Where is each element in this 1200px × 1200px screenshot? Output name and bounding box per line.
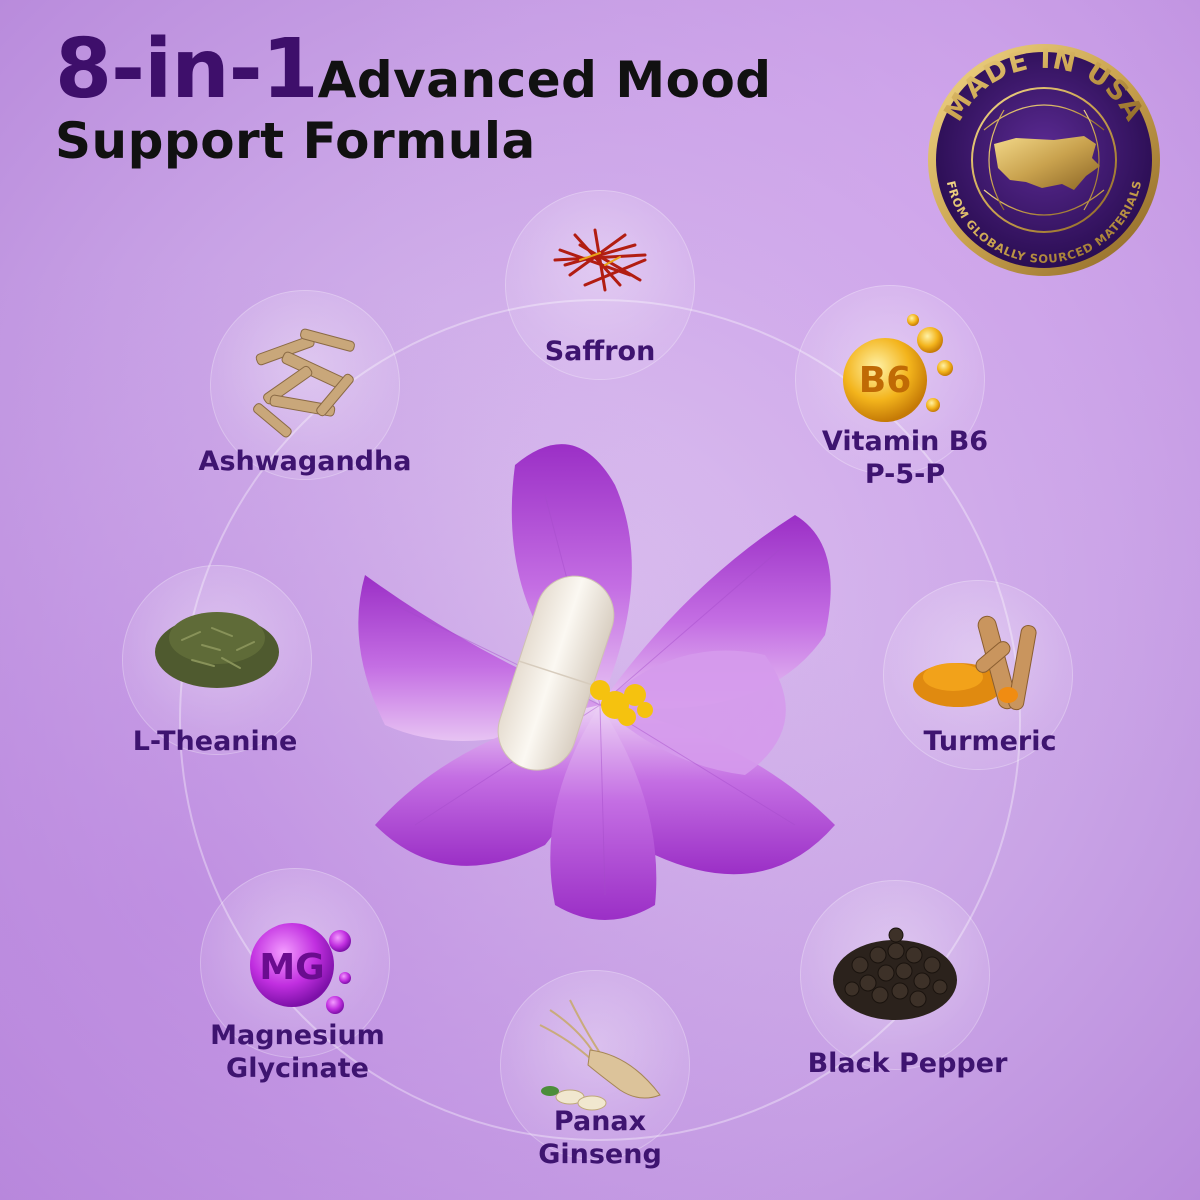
black-pepper-icon [833, 927, 957, 1020]
magnesium-line2: Glycinate [226, 1052, 369, 1084]
made-in-usa-seal: MADE IN USA FROM GLOBALLY SOURCED MATERI… [928, 44, 1160, 276]
label-vitamin-b6: Vitamin B6 P-5-P [790, 426, 1020, 492]
bubble-magnesium: MG [200, 868, 390, 1058]
turmeric-name: Turmeric [923, 726, 1057, 757]
label-black-pepper: Black Pepper [785, 1048, 1030, 1081]
green-tea-leaves-icon [155, 612, 279, 688]
label-ashwagandha: Ashwagandha [180, 446, 430, 479]
crocus-flower-with-capsule [358, 444, 835, 920]
b6-icon-text: B6 [859, 360, 912, 401]
label-l-theanine: L-Theanine [100, 726, 330, 759]
bubble-saffron [505, 190, 695, 380]
label-saffron: Saffron [500, 336, 700, 369]
turmeric-icon [913, 615, 1037, 711]
headline-number: 8-in-1 [55, 22, 319, 117]
ginseng-line2: Ginseng [538, 1138, 662, 1170]
bubble-l-theanine [122, 565, 312, 755]
bubble-ashwagandha [210, 290, 400, 480]
ashwagandha-root-icon [253, 328, 355, 438]
magnesium-line1: Magnesium [210, 1020, 385, 1051]
saffron-icon [553, 228, 647, 292]
label-panax-ginseng: Panax Ginseng [495, 1106, 705, 1172]
vitamin-b6-line2: P-5-P [864, 458, 946, 490]
headline: 8-in-1Advanced Mood Support Formula [55, 28, 875, 167]
vitamin-b6-icon: B6 [843, 314, 953, 422]
bubble-panax-ginseng [500, 970, 690, 1160]
bubble-vitamin-b6: B6 [795, 285, 985, 475]
label-turmeric: Turmeric [890, 726, 1090, 759]
black-pepper-name: Black Pepper [807, 1048, 1008, 1079]
mg-icon-text: MG [259, 947, 324, 988]
bubble-turmeric [883, 580, 1073, 770]
usa-map-icon [994, 136, 1100, 190]
ginseng-line1: Panax [553, 1106, 647, 1137]
vitamin-b6-line1: Vitamin B6 [821, 426, 989, 457]
headline-line2: Support Formula [55, 111, 536, 170]
saffron-name: Saffron [544, 336, 656, 367]
ashwagandha-name: Ashwagandha [198, 446, 412, 477]
ginseng-root-icon [539, 999, 661, 1111]
magnesium-icon: MG [250, 923, 351, 1014]
headline-line1: Advanced Mood [317, 51, 772, 109]
bubble-black-pepper [800, 880, 990, 1070]
label-magnesium: Magnesium Glycinate [180, 1020, 415, 1086]
l-theanine-name: L-Theanine [132, 726, 298, 757]
